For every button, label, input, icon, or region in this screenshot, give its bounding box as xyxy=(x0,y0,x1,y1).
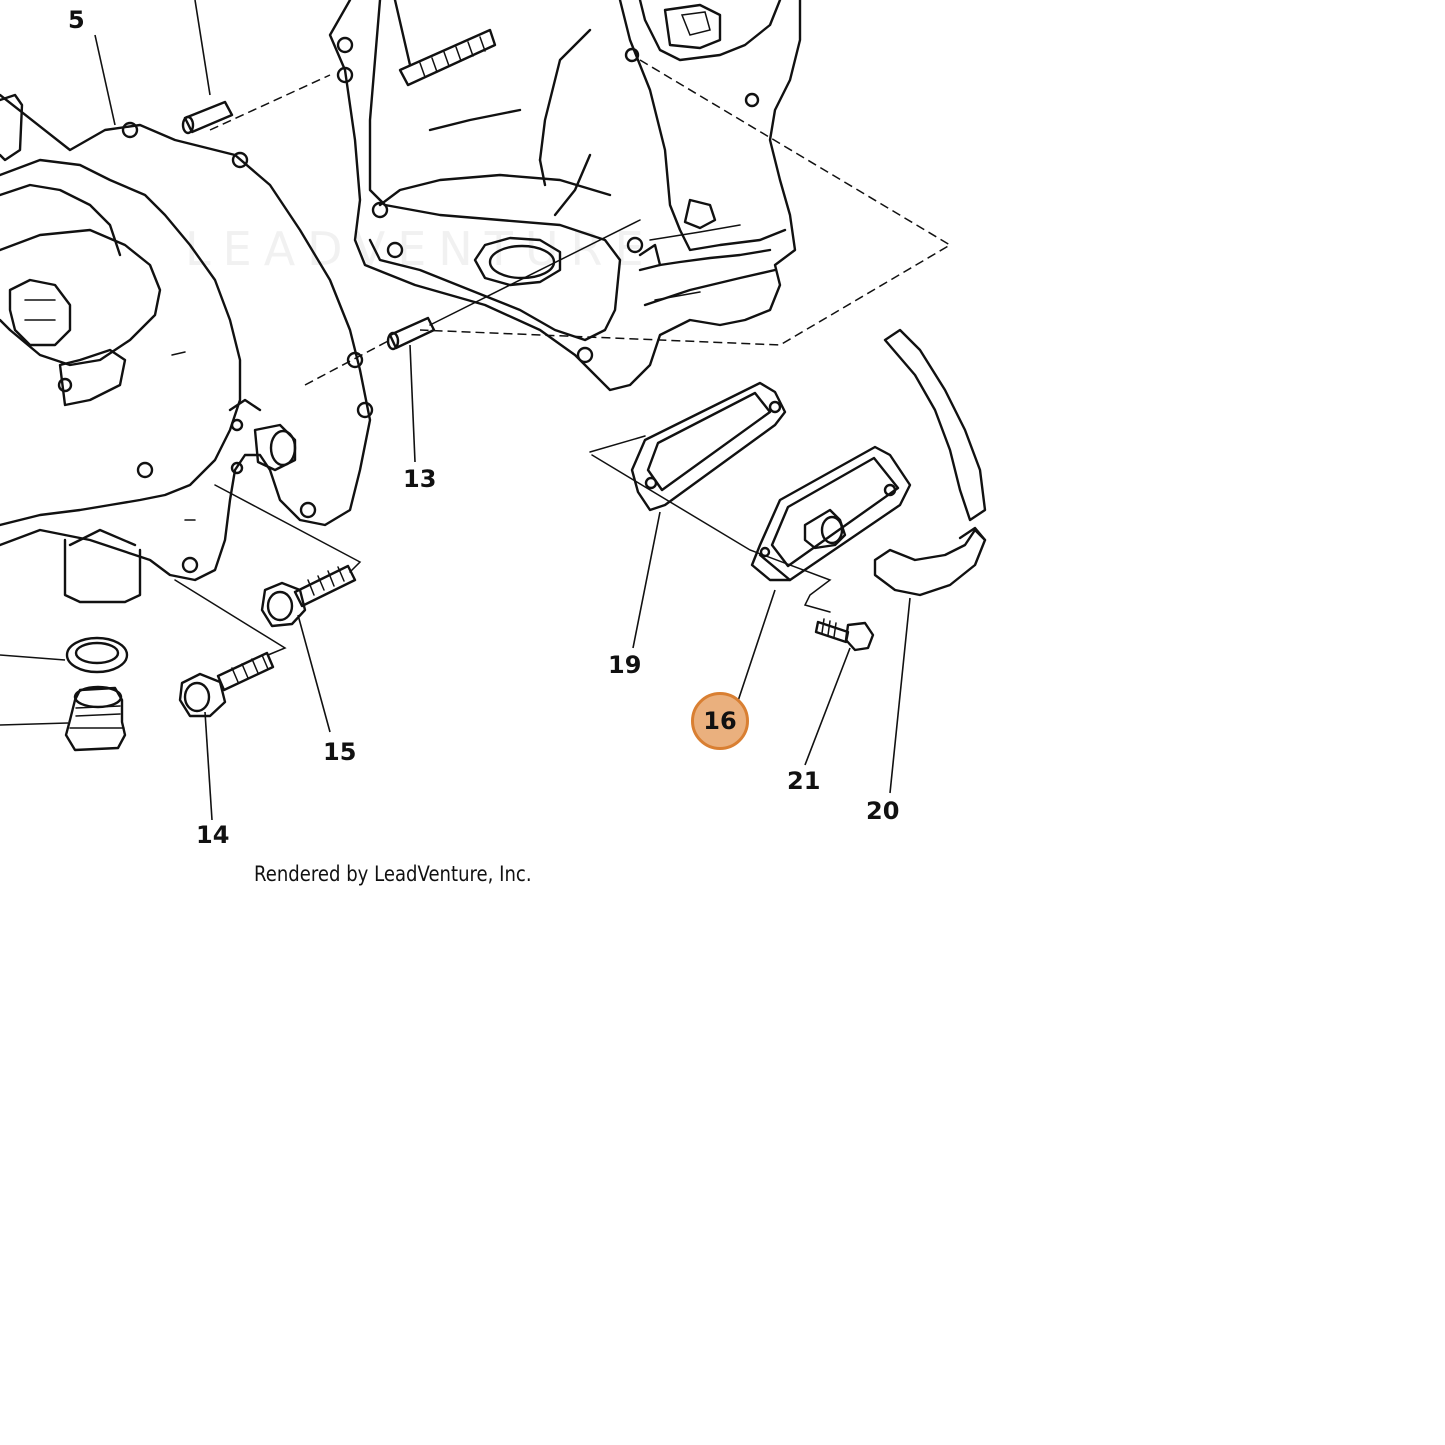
callout-15[interactable]: 15 xyxy=(323,738,357,766)
drain-plug-part xyxy=(64,685,127,752)
bolt-15-part xyxy=(260,564,357,628)
callout-16: 16 xyxy=(703,707,737,735)
render-credit: Rendered by LeadVenture, Inc. xyxy=(254,862,532,886)
crankcase-cover-part xyxy=(0,93,374,604)
assembly-lines xyxy=(174,59,952,656)
gasket-19-part xyxy=(630,381,787,512)
washer-part xyxy=(65,636,129,674)
watermark: LEADVENTURE xyxy=(185,222,656,276)
callout-20[interactable]: 20 xyxy=(866,797,900,825)
callout-14[interactable]: 14 xyxy=(196,821,230,849)
dowel-pin-top xyxy=(181,100,234,135)
callout-16-highlighted[interactable]: 16 xyxy=(691,692,749,750)
bolt-14-part xyxy=(178,651,275,718)
callout-13[interactable]: 13 xyxy=(403,465,437,493)
callout-21[interactable]: 21 xyxy=(787,767,821,795)
cylinder-block-part xyxy=(328,0,802,392)
dowel-pin-13 xyxy=(386,316,436,351)
callout-5[interactable]: 5 xyxy=(68,6,85,34)
hose-20-part xyxy=(873,328,987,597)
callout-19[interactable]: 19 xyxy=(608,651,642,679)
bolt-21-part xyxy=(814,618,875,652)
leader-lines xyxy=(0,0,911,821)
